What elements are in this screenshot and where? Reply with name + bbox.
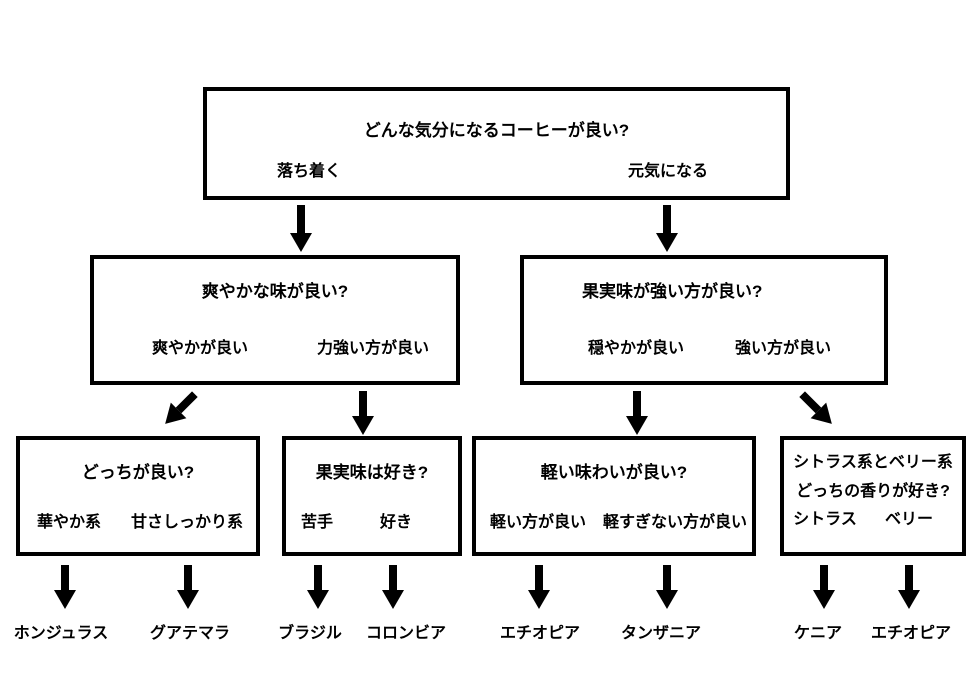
node-which-style: どっちが良い? 華やか系 甘さしっかり系 — [16, 436, 260, 556]
leaf-tanzania: タンザニア — [620, 625, 702, 642]
node-like-fruitiness: 果実味は好き? 苦手 好き — [282, 436, 462, 556]
arrow-head-icon — [54, 590, 76, 609]
node-root-question: どんな気分になるコーヒーが良い? — [363, 121, 630, 140]
node-light-taste: 軽い味わいが良い? 軽い方が良い 軽すぎない方が良い — [472, 436, 756, 556]
leaf-honduras: ホンジュラス — [13, 625, 109, 642]
node-root-option-calm: 落ち着く — [276, 163, 342, 180]
arrow-to-brazil — [306, 565, 330, 609]
arrow-to-honduras — [53, 565, 77, 609]
arrow-head-icon — [813, 590, 835, 609]
node-fruity-strength: 果実味が強い方が良い? 穏やかが良い 強い方が良い — [520, 255, 888, 385]
node-fruity-option-left: 穏やかが良い — [587, 340, 685, 357]
node-fruity-question: 果実味が強い方が良い? — [582, 282, 763, 301]
arrow-head-icon — [290, 233, 312, 252]
arrow-head-icon — [307, 590, 329, 609]
leaf-colombia: コロンビア — [365, 625, 447, 642]
arrow-stem — [314, 565, 322, 590]
arrow-head-icon — [528, 590, 550, 609]
node-citrus-berry-option-left: シトラス — [793, 511, 857, 528]
leaf-guatemala: グアテマラ — [149, 625, 231, 642]
node-light-taste-question: 軽い味わいが良い? — [540, 463, 688, 482]
arrow-head-icon — [656, 233, 678, 252]
arrow-stem — [633, 391, 641, 416]
arrow-stem — [663, 565, 671, 590]
arrow-to-ethiopia-2 — [897, 565, 921, 609]
arrow-refreshing-to-which-style — [157, 386, 204, 433]
arrow-head-icon — [626, 416, 648, 435]
node-refreshing-option-right: 力強い方が良い — [316, 340, 430, 357]
node-root-mood: どんな気分になるコーヒーが良い? 落ち着く 元気になる — [203, 87, 790, 200]
arrow-refreshing-to-fruitiness — [351, 391, 375, 435]
node-refreshing-taste: 爽やかな味が良い? 爽やかが良い 力強い方が良い — [90, 255, 460, 385]
node-which-style-option-left: 華やか系 — [36, 514, 102, 531]
node-like-fruitiness-option-left: 苦手 — [300, 514, 334, 531]
arrow-stem — [535, 565, 543, 590]
arrow-stem — [297, 205, 305, 233]
arrow-head-icon — [898, 590, 920, 609]
leaf-brazil: ブラジル — [278, 625, 342, 642]
arrow-stem — [905, 565, 913, 590]
node-fruity-option-right: 強い方が良い — [734, 340, 832, 357]
node-refreshing-question: 爽やかな味が良い? — [201, 282, 349, 301]
node-like-fruitiness-question: 果実味は好き? — [315, 463, 429, 482]
arrow-to-tanzania — [655, 565, 679, 609]
leaf-ethiopia-2: エチオピア — [870, 625, 952, 642]
arrow-to-guatemala — [176, 565, 200, 609]
arrow-stem — [820, 565, 828, 590]
node-which-style-option-right: 甘さしっかり系 — [130, 514, 244, 531]
arrow-fruity-to-light-taste — [625, 391, 649, 435]
node-root-option-energized: 元気になる — [627, 163, 709, 180]
node-citrus-or-berry: シトラス系とベリー系 どっちの香りが好き? シトラス ベリー — [780, 436, 966, 556]
node-citrus-berry-option-right: ベリー — [884, 511, 934, 528]
arrow-fruity-to-citrus-berry — [794, 386, 841, 433]
arrow-to-kenya — [812, 565, 836, 609]
arrow-root-to-fruity — [655, 205, 679, 252]
arrow-stem — [663, 205, 671, 233]
arrow-to-ethiopia-1 — [527, 565, 551, 609]
node-like-fruitiness-option-right: 好き — [379, 514, 413, 531]
node-citrus-berry-question-line2: どっちの香りが好き? — [796, 483, 950, 500]
node-light-taste-option-right: 軽すぎない方が良い — [602, 514, 748, 531]
node-refreshing-option-left: 爽やかが良い — [151, 340, 249, 357]
node-citrus-berry-question-line1: シトラス系とベリー系 — [793, 454, 953, 471]
arrow-head-icon — [352, 416, 374, 435]
arrow-stem — [389, 565, 397, 590]
leaf-kenya: ケニア — [793, 625, 843, 642]
arrow-root-to-refreshing — [289, 205, 313, 252]
arrow-stem — [184, 565, 192, 590]
arrow-stem — [61, 565, 69, 590]
node-light-taste-option-left: 軽い方が良い — [489, 514, 587, 531]
arrow-head-icon — [656, 590, 678, 609]
node-which-style-question: どっちが良い? — [81, 463, 195, 482]
arrow-stem — [359, 391, 367, 416]
arrow-head-icon — [382, 590, 404, 609]
arrow-to-colombia — [381, 565, 405, 609]
leaf-ethiopia-1: エチオピア — [499, 625, 581, 642]
arrow-head-icon — [177, 590, 199, 609]
